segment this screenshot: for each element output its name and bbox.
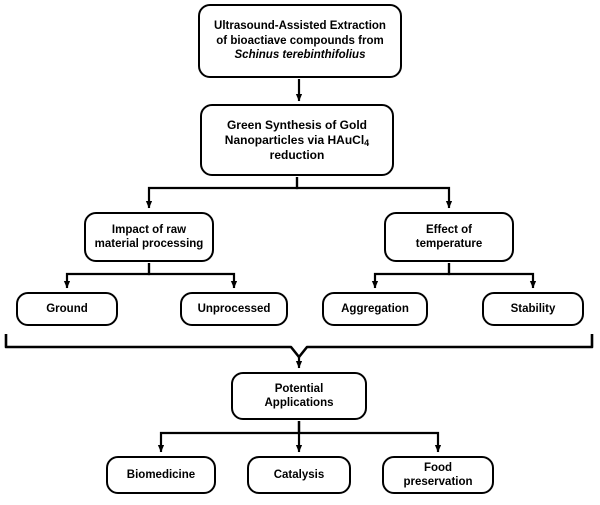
node-text-line: reduction (269, 147, 325, 162)
node-text-line: Applications (264, 397, 334, 409)
node-label: Unprocessed (197, 302, 271, 315)
node-text-line: Ultrasound-Assisted Extraction (214, 20, 386, 33)
node-label: Stability (510, 302, 556, 315)
node-text-line: Effect of (426, 223, 472, 236)
node-text-line: material processing (94, 238, 204, 250)
node-text-line: Green Synthesis of Gold (226, 117, 367, 132)
node-label: Ground (46, 302, 88, 315)
node-food-preservation[interactable]: Food preservation (382, 456, 494, 494)
node-impact-raw-material-processing[interactable]: Impact of raw material processing (84, 212, 214, 262)
node-green-synthesis[interactable]: Green Synthesis of Gold Nanoparticles vi… (200, 104, 394, 176)
node-stability[interactable]: Stability (482, 292, 584, 326)
node-effect-of-temperature[interactable]: Effect of temperature (384, 212, 514, 262)
node-text-line: Nanoparticles via HAuCl4 (225, 133, 369, 148)
node-ultrasound-assisted-extraction[interactable]: Ultrasound-Assisted Extraction of bioact… (198, 4, 402, 78)
node-aggregation[interactable]: Aggregation (322, 292, 428, 326)
node-catalysis[interactable]: Catalysis (247, 456, 351, 494)
node-text-line: temperature (415, 238, 483, 250)
node-text-line-italic: Schinus terebinthifolius (234, 49, 366, 62)
node-label: Aggregation (341, 302, 409, 315)
node-text-line: preservation (403, 476, 473, 488)
node-biomedicine[interactable]: Biomedicine (106, 456, 216, 494)
node-potential-applications[interactable]: Potential Applications (231, 372, 367, 420)
subscript-4: 4 (364, 137, 370, 148)
node-label: Biomedicine (126, 468, 196, 481)
node-text-line: Potential (274, 382, 324, 395)
node-ground[interactable]: Ground (16, 292, 118, 326)
node-text-line: of bioactiave compounds from (216, 34, 384, 47)
node-text-line: Food (423, 461, 453, 474)
node-text-segment: Nanoparticles via HAuCl (224, 132, 365, 147)
node-label: Catalysis (273, 468, 325, 481)
node-text-line: Impact of raw (111, 223, 187, 236)
node-unprocessed[interactable]: Unprocessed (180, 292, 288, 326)
